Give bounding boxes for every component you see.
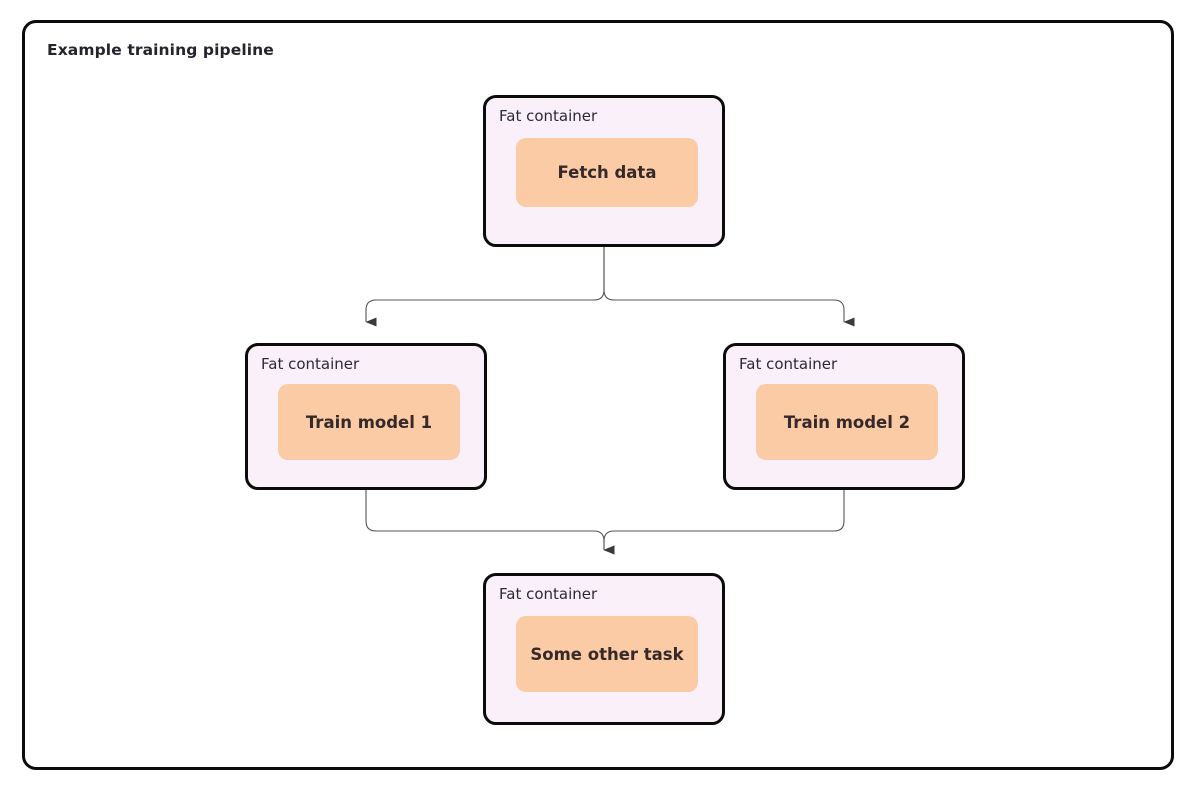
task-box-some-other-task[interactable]: Some other task: [516, 616, 698, 692]
container-label: Fat container: [739, 355, 838, 373]
edge-fetch-to-train2: [603, 247, 855, 327]
page-title: Example training pipeline: [47, 41, 274, 59]
task-label: Some other task: [530, 644, 684, 664]
edge-train2-to-other: [603, 490, 845, 555]
edge-train1-to-other: [365, 490, 615, 555]
node-train-model-2[interactable]: Fat container Train model 2: [723, 343, 965, 490]
task-box-fetch-data[interactable]: Fetch data: [516, 138, 698, 207]
task-box-train-model-2[interactable]: Train model 2: [756, 384, 938, 460]
task-label: Fetch data: [557, 163, 657, 182]
node-fetch-data[interactable]: Fat container Fetch data: [483, 95, 725, 247]
container-label: Fat container: [499, 107, 598, 125]
node-train-model-1[interactable]: Fat container Train model 1: [245, 343, 487, 490]
container-label: Fat container: [499, 585, 598, 603]
container-label: Fat container: [261, 355, 360, 373]
task-label: Train model 1: [305, 412, 433, 432]
task-label: Train model 2: [783, 412, 911, 432]
edge-fetch-to-train1: [365, 247, 605, 327]
task-box-train-model-1[interactable]: Train model 1: [278, 384, 460, 460]
node-some-other-task[interactable]: Fat container Some other task: [483, 573, 725, 725]
